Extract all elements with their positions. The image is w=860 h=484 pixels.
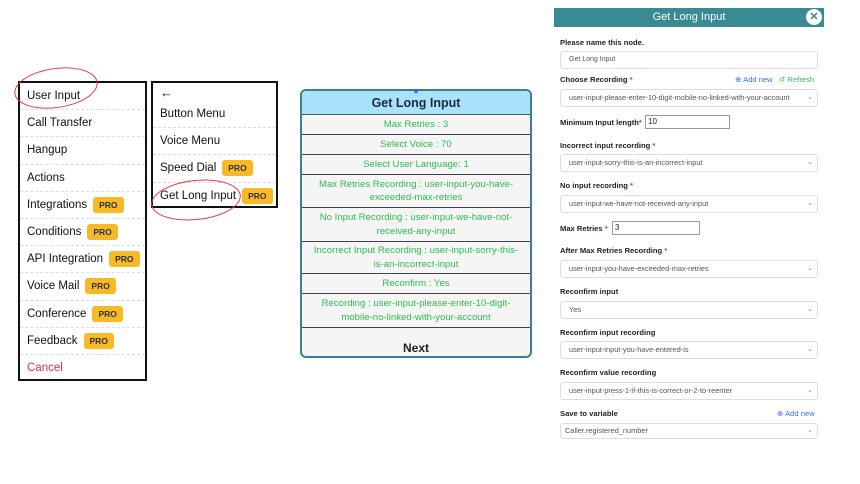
no-input-label: No input recording (560, 181, 628, 190)
pro-badge: PRO (85, 278, 116, 295)
min-length-label: Minimum Input length (560, 118, 639, 127)
node-property-row: Select User Language: 1 (302, 155, 530, 175)
next-connector[interactable]: Next (402, 341, 429, 355)
chevron-down-icon: ⌄ (805, 90, 813, 106)
reconfirm-value-label: Reconfirm value recording (560, 368, 657, 377)
input-connector-icon[interactable] (412, 89, 420, 94)
pro-badge: PRO (222, 160, 253, 177)
menu-item-user-input[interactable]: User Input (20, 83, 145, 111)
menu-item-label: Button Menu (160, 108, 226, 121)
menu-item-api-integration[interactable]: API Integration PRO (20, 246, 145, 274)
panel-title: Get Long Input (652, 11, 726, 23)
pro-badge: PRO (92, 305, 123, 322)
save-variable-select[interactable]: Caller.registered_number⌄ (560, 423, 818, 439)
menu-item-label: Call Transfer (27, 117, 93, 130)
after-max-retries-select[interactable]: user-input-you-have-exceeded-max-retries… (560, 260, 818, 278)
menu-item-label: Speed Dial (160, 162, 217, 175)
no-input-recording-select[interactable]: user-input-we-have-not-received-any-inpu… (560, 195, 818, 213)
node-property-row: No Input Recording : user-input-we-have-… (302, 208, 530, 242)
menu-item-label: Get Long Input (160, 190, 237, 203)
reconfirm-value-select[interactable]: user-input-press-1-if-this-is-correct-or… (560, 382, 818, 400)
menu-item-label: Conditions (27, 226, 82, 239)
menu-item-hangup[interactable]: Hangup (20, 137, 145, 165)
menu-item-label: Voice Menu (160, 135, 221, 148)
node-title: Get Long Input (302, 91, 530, 115)
menu-item-button-menu[interactable]: Button Menu (153, 101, 276, 129)
plus-circle-icon: ⊕ (735, 75, 742, 84)
incorrect-label: Incorrect input recording (560, 141, 651, 150)
reconfirm-recording-label: Reconfirm input recording (560, 328, 656, 337)
node-name-input[interactable]: Get Long Input (560, 51, 818, 69)
min-length-input[interactable]: 10 (645, 115, 730, 129)
menu-item-voice-mail[interactable]: Voice Mail PRO (20, 273, 145, 301)
choose-recording-label: Choose Recording (560, 75, 628, 84)
reconfirm-label: Reconfirm input (560, 287, 619, 296)
node-property-row: Max Retries : 3 (302, 115, 530, 135)
node-property-row: Select Voice : 70 (302, 135, 530, 155)
after-max-label: After Max Retries Recording (560, 246, 663, 255)
menu-item-label: Actions (27, 171, 65, 184)
pro-badge: PRO (93, 196, 124, 213)
menu-item-conditions[interactable]: Conditions PRO (20, 219, 145, 247)
node-property-row: Max Retries Recording : user-input-you-h… (302, 175, 530, 208)
close-icon[interactable]: ✕ (806, 9, 822, 25)
pro-badge: PRO (83, 332, 114, 349)
menu-item-feedback[interactable]: Feedback PRO (20, 328, 145, 355)
pro-badge: PRO (242, 188, 273, 205)
save-variable-label: Save to variable (560, 409, 618, 418)
back-button[interactable]: ← (153, 83, 276, 101)
add-new-recording-link[interactable]: ⊕ Add new (735, 75, 773, 84)
node-property-row: Recording : user-input-please-enter-10-d… (302, 294, 530, 328)
node-settings-panel: Get Long Input ✕ Please name this node. … (554, 8, 824, 448)
add-new-variable-link[interactable]: ⊕ Add new (777, 409, 815, 418)
menu-item-get-long-input[interactable]: Get Long Input PRO (153, 183, 276, 210)
menu-item-label: Conference (27, 307, 87, 320)
menu-item-label: Feedback (27, 334, 78, 347)
refresh-icon: ↺ (779, 75, 786, 84)
back-arrow-icon: ← (160, 84, 173, 100)
menu-item-label: User Input (27, 90, 81, 103)
menu-item-label: API Integration (27, 253, 104, 266)
plus-circle-icon: ⊕ (777, 409, 784, 418)
name-label: Please name this node. (560, 38, 644, 47)
pro-badge: PRO (87, 224, 118, 241)
menu-item-conference[interactable]: Conference PRO (20, 301, 145, 328)
pro-badge: PRO (109, 251, 140, 268)
menu-item-label: Voice Mail (27, 280, 80, 293)
incorrect-recording-select[interactable]: user-input-sorry-this-is-an-incorrect-in… (560, 154, 818, 172)
node-property-row: Reconfirm : Yes (302, 274, 530, 294)
menu-item-label: Integrations (27, 198, 88, 211)
max-retries-label: Max Retries (560, 224, 603, 233)
reconfirm-recording-select[interactable]: user-input-input-you-have-entered-is⌄ (560, 341, 818, 359)
max-retries-input[interactable]: 3 (612, 221, 700, 235)
required-mark: * (629, 75, 633, 84)
menu-item-call-transfer[interactable]: Call Transfer (20, 110, 145, 138)
menu-item-integrations[interactable]: Integrations PRO (20, 192, 145, 219)
cancel-button[interactable]: Cancel (27, 362, 63, 375)
reconfirm-select[interactable]: Yes⌄ (560, 301, 818, 319)
menu-item-speed-dial[interactable]: Speed Dial PRO (153, 155, 276, 183)
choose-recording-select[interactable]: user-input-please-enter-10-digit-mobile-… (560, 89, 818, 107)
node-property-row: Incorrect Input Recording : user-input-s… (302, 242, 530, 274)
menu-item-label: Hangup (27, 144, 68, 157)
menu-item-voice-menu[interactable]: Voice Menu (153, 128, 276, 156)
refresh-link[interactable]: ↺ Refresh (779, 75, 815, 84)
menu-item-actions[interactable]: Actions (20, 165, 145, 192)
